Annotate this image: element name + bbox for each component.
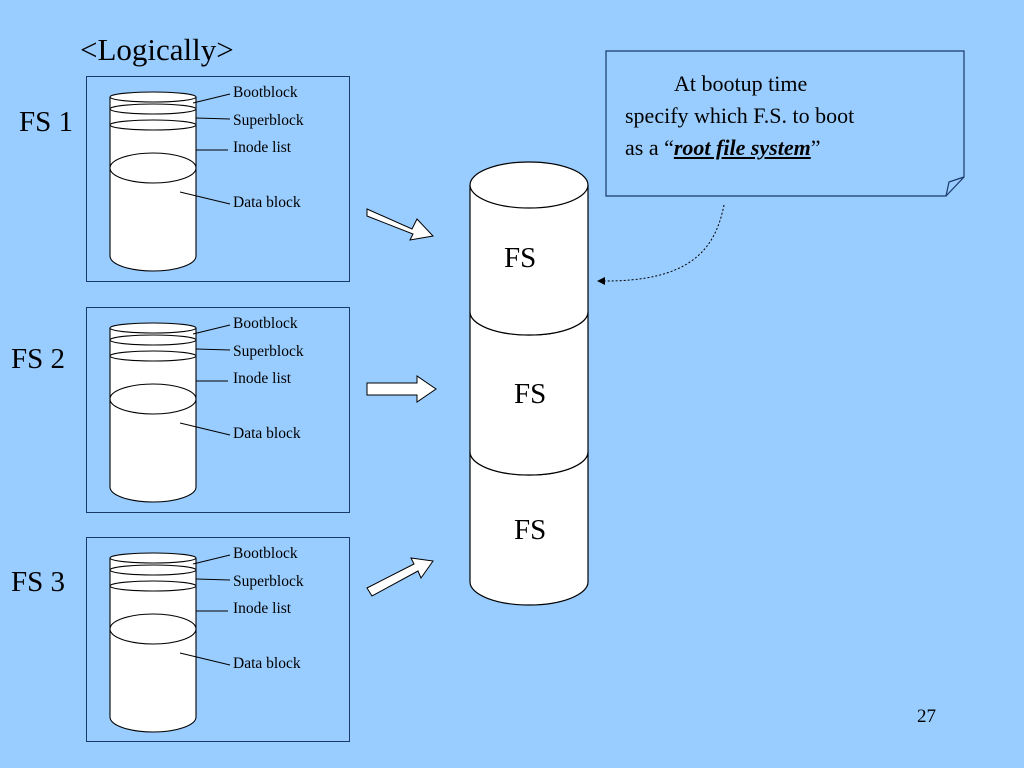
root-file-system-emphasis: root file system	[673, 135, 811, 160]
fs1-leader-1	[195, 117, 231, 120]
fs2-inode-list-ring	[109, 383, 197, 415]
fs3-superblock-ring	[109, 580, 197, 592]
fs1-cylinder	[109, 91, 231, 272]
arrowhead-icon	[597, 277, 605, 285]
note-line-1: At bootup time	[674, 71, 808, 96]
fs3-superblock-label: Superblock	[233, 573, 304, 590]
fs3-bootblock-ring	[109, 564, 197, 576]
stack-label-middle: FS	[514, 378, 547, 410]
stack-label-bottom: FS	[514, 514, 547, 546]
fs3-group-box	[86, 537, 350, 742]
note-line-3: as a “root file system”	[606, 132, 946, 164]
fs2-inode-list-label: Inode list	[233, 370, 292, 387]
fs1-superblock-ring	[109, 119, 197, 131]
fs3-boot-top-ring	[109, 552, 197, 564]
fs3-cylinder	[109, 552, 231, 733]
fs2-leader-3	[179, 422, 231, 436]
stack-top-body	[469, 185, 589, 336]
stack-label-top: FS	[504, 242, 537, 274]
note-text: At bootup time specify which F.S. to boo…	[606, 68, 946, 164]
fs2-cylinder	[109, 322, 231, 503]
fs1-superblock-label: Superblock	[233, 112, 304, 129]
fs3-inode-list-label: Inode list	[233, 600, 292, 617]
fs1-inode-list-ring	[109, 152, 197, 184]
note-line-3-suffix: ”	[810, 135, 821, 160]
note-callout	[597, 50, 965, 285]
arrow-fs2	[366, 375, 437, 403]
stack-middle-body	[469, 312, 589, 476]
root-stack-cylinder	[469, 161, 589, 606]
fs1-leader-0	[192, 93, 231, 104]
fs2-leader-1	[195, 348, 231, 351]
fs2-bootblock-label: Bootblock	[233, 315, 298, 332]
fs3-leader-1	[195, 578, 231, 581]
fs3-leader-3	[179, 652, 231, 666]
note-line-2: specify which F.S. to boot	[625, 103, 855, 128]
fs2-superblock-ring	[109, 350, 197, 362]
fs3-data-block-label: Data block	[233, 655, 301, 672]
stack-top-cap	[469, 161, 589, 209]
fs2-data-block-label: Data block	[233, 425, 301, 442]
fs1-bootblock-ring	[109, 103, 197, 115]
fs3-leader-0	[192, 554, 231, 565]
fs1-data-block-label: Data block	[233, 194, 301, 211]
fs1-boot-top-ring	[109, 91, 197, 103]
fs2-bootblock-ring	[109, 334, 197, 346]
arrow-fs1	[366, 208, 435, 241]
folded-corner-icon	[945, 176, 965, 197]
fs3-inode-list-ring	[109, 613, 197, 645]
fs3-bootblock-label: Bootblock	[233, 545, 298, 562]
stack-bottom-body	[469, 452, 589, 606]
fs1-group-box	[86, 76, 350, 282]
fs2-leader-0	[192, 324, 231, 335]
fs2-label: FS 2	[11, 343, 66, 375]
fs1-leader-3	[179, 191, 231, 205]
fs1-label: FS 1	[19, 106, 74, 138]
fs2-boot-top-ring	[109, 322, 197, 334]
fs1-inode-list-label: Inode list	[233, 139, 292, 156]
dotted-connector	[600, 204, 725, 282]
arrows	[366, 208, 437, 597]
fs3-label: FS 3	[11, 566, 66, 598]
page-number: 27	[917, 706, 936, 727]
fs2-group-box	[86, 307, 350, 513]
note-line-3-prefix: as a “	[625, 135, 674, 160]
fs1-bootblock-label: Bootblock	[233, 84, 298, 101]
arrow-fs3	[366, 557, 434, 597]
slide-title: <Logically>	[80, 32, 234, 67]
fs2-superblock-label: Superblock	[233, 343, 304, 360]
